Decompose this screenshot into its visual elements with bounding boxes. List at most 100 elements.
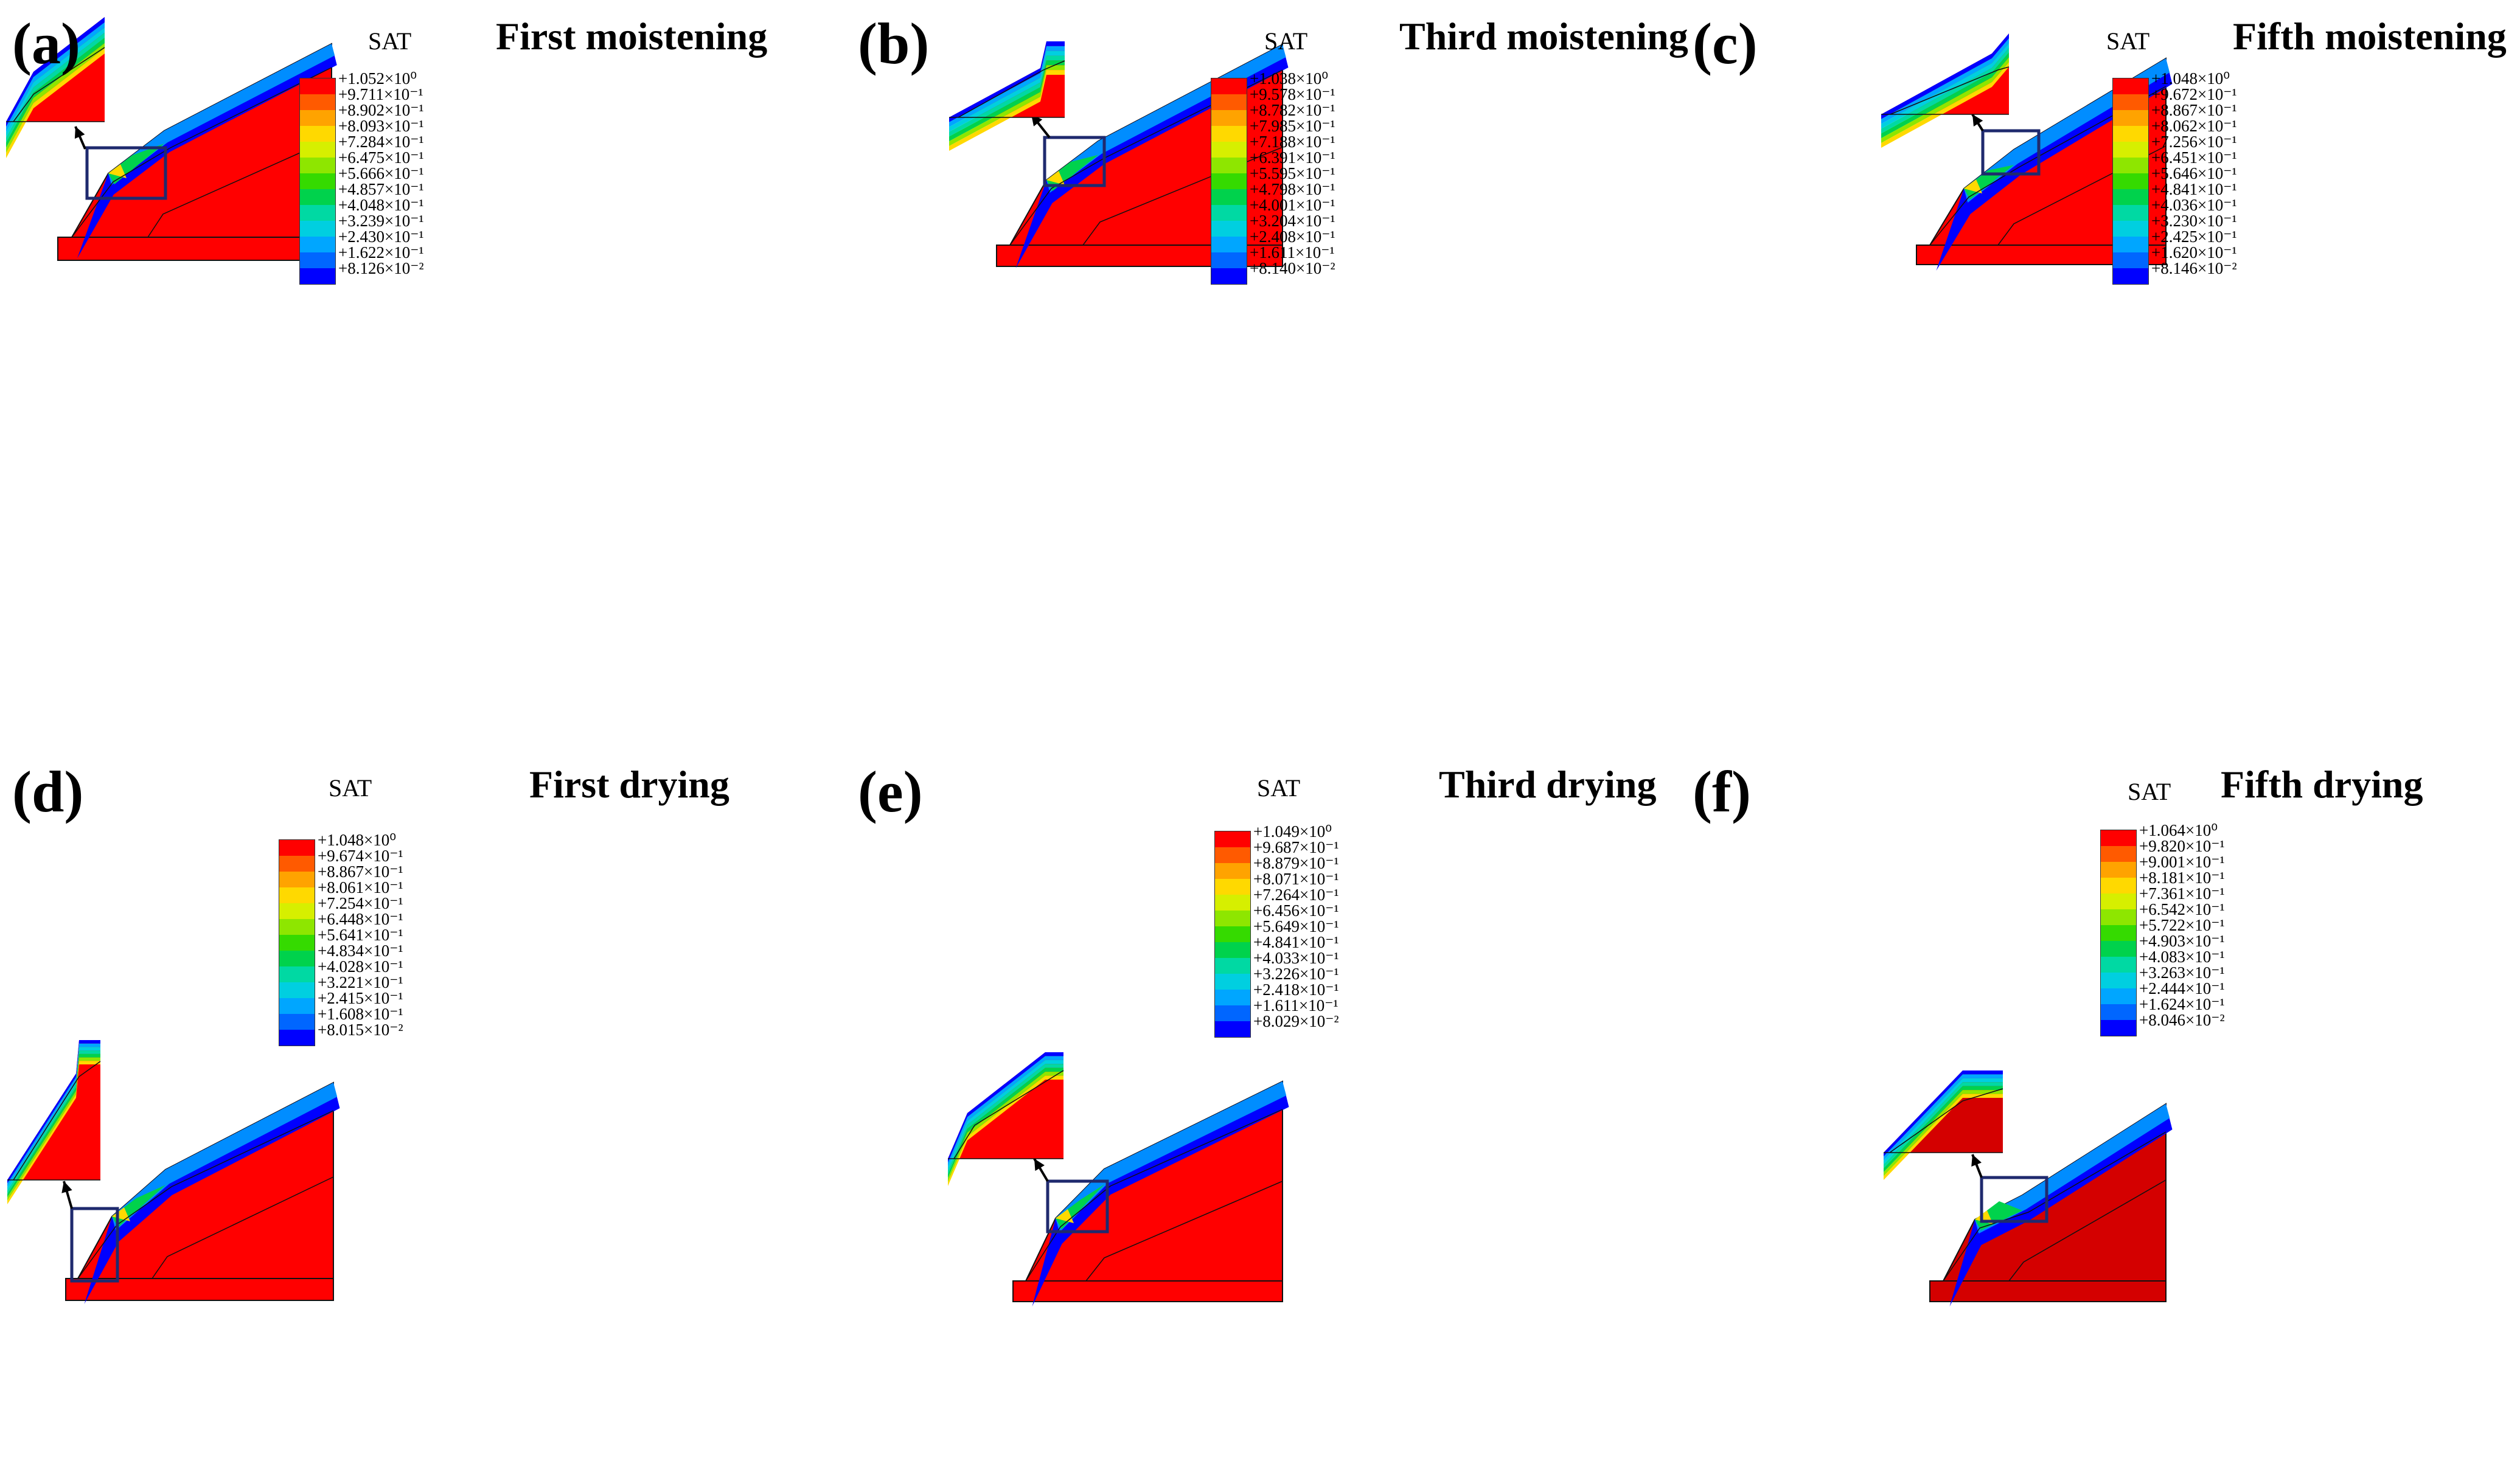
legend-swatch [300,126,335,142]
legend-value: +1.622×10⁻¹ [338,243,424,262]
legend-value: +1.611×10⁻¹ [1250,243,1335,262]
legend-swatch [1215,1005,1250,1021]
legend-value: +9.711×10⁻¹ [338,85,423,103]
wetting-front [112,1207,130,1221]
legend-value: +6.448×10⁻¹ [318,910,403,928]
legend-value: +7.985×10⁻¹ [1250,117,1335,135]
slope-model-drawing [6,17,337,261]
zoom-arrow-head [74,127,85,139]
legend-value: +2.408×10⁻¹ [1250,227,1335,246]
legend-value: +7.256×10⁻¹ [2151,133,2237,151]
legend-value: +4.857×10⁻¹ [338,180,424,198]
foundation-block [57,237,332,261]
zoom-arrow-head [61,1181,72,1193]
legend-value: +7.188×10⁻¹ [1250,133,1335,151]
inset-contour-band [1881,43,2009,129]
legend-swatch [300,158,335,173]
panel-title: Third moistening [1399,15,1688,58]
legend-swatch [1215,847,1250,863]
legend-value: +3.230×10⁻¹ [2151,212,2237,230]
legend-value: +8.015×10⁻² [318,1021,403,1039]
surface-layer [1949,1104,2173,1306]
legend-swatch [2101,973,2136,988]
legend-swatch [279,998,315,1014]
material-boundary [147,138,332,238]
legend-title: SAT [2128,778,2171,805]
legend-value: +4.048×10⁻¹ [338,196,424,214]
legend-values: +1.064×10⁰+9.820×10⁻¹+9.001×10⁻¹+8.181×1… [2139,822,2225,1029]
legend-value: +1.611×10⁻¹ [1253,996,1338,1015]
legend-value: +6.451×10⁻¹ [2151,148,2237,167]
inset-boundary [1890,66,2010,115]
surface-layer [1032,1081,1289,1306]
legend-swatch [2101,925,2136,941]
legend-value: +1.052×10⁰ [338,69,417,88]
legend-swatch [300,142,335,158]
legend-value: +3.204×10⁻¹ [1250,212,1335,230]
foundation-block [1012,1280,1283,1302]
legend-value: +7.254×10⁻¹ [318,894,403,912]
material-boundary [77,1110,334,1279]
legend-value: +4.798×10⁻¹ [1250,180,1335,198]
legend-value: +8.126×10⁻² [338,259,424,277]
legend-value: +4.841×10⁻¹ [1253,933,1339,951]
legend-value: +6.542×10⁻¹ [2139,900,2225,918]
legend-swatch [279,1030,315,1046]
inset-contour-band [6,38,105,148]
legend-value: +4.028×10⁻¹ [318,957,403,976]
legend-value: +1.048×10⁰ [318,831,397,849]
legend-swatch [1215,926,1250,942]
material-boundary [71,67,332,238]
panel-title: First drying [529,763,729,806]
legend-swatch [279,840,315,856]
inset-contour-band [1881,33,2009,119]
legend-swatch [2113,221,2148,237]
legend-swatch [300,252,335,268]
legend-swatch [1211,268,1247,284]
legend-value: +4.033×10⁻¹ [1253,949,1339,967]
legend-swatch [1211,252,1247,268]
legend-swatch [2113,94,2148,110]
panel-label: (f) [1693,759,1751,824]
material-boundary [1009,69,1283,246]
inset-boundary [13,47,105,122]
legend-swatch [1215,958,1250,974]
panel-label: (a) [12,11,80,76]
material-boundary [2008,1179,2167,1282]
legend-value: +3.221×10⁻¹ [318,973,403,991]
legend-value: +2.415×10⁻¹ [318,989,403,1007]
legend-value: +5.666×10⁻¹ [338,164,424,182]
legend-swatch [2101,909,2136,925]
zoom-box [1980,1176,2048,1223]
inset-contour-band [949,55,1065,137]
legend-swatch [1215,974,1250,990]
inset-contour-band [1881,52,2009,139]
legend-value: +9.820×10⁻¹ [2139,837,2225,855]
legend-swatch [2113,173,2148,189]
legend-swatch [279,966,315,982]
zoom-arrow-head [1972,114,1983,127]
zoom-arrow-head [1034,1159,1045,1171]
legend-swatch [279,951,315,966]
legend-value: +8.029×10⁻² [1253,1012,1339,1030]
panel-d: (d) First drying SAT +1.048×10⁰+9.674×10… [0,748,840,1478]
surface-layer [1975,1104,2170,1234]
legend-value: +4.903×10⁻¹ [2139,932,2225,950]
legend-swatch [300,110,335,126]
wetting-front [108,164,127,178]
legend-value: +1.608×10⁻¹ [318,1005,403,1023]
legend-swatch [2101,941,2136,957]
legend-swatch [1215,1021,1250,1037]
inset-boundary [13,1061,101,1181]
legend-value: +6.456×10⁻¹ [1253,901,1339,920]
legend-value: +8.140×10⁻² [1250,259,1335,277]
legend-value: +1.048×10⁰ [2151,69,2230,88]
inset-contour-band [949,65,1065,147]
legend-swatch [1211,94,1247,110]
legend-value: +8.879×10⁻¹ [1253,854,1339,872]
legend-value: +3.239×10⁻¹ [338,212,424,230]
legend-value: +6.475×10⁻¹ [338,148,424,167]
legend-swatch [2101,1020,2136,1036]
panel-e: (e) Third drying SAT +1.049×10⁰+9.687×10… [846,748,1685,1478]
